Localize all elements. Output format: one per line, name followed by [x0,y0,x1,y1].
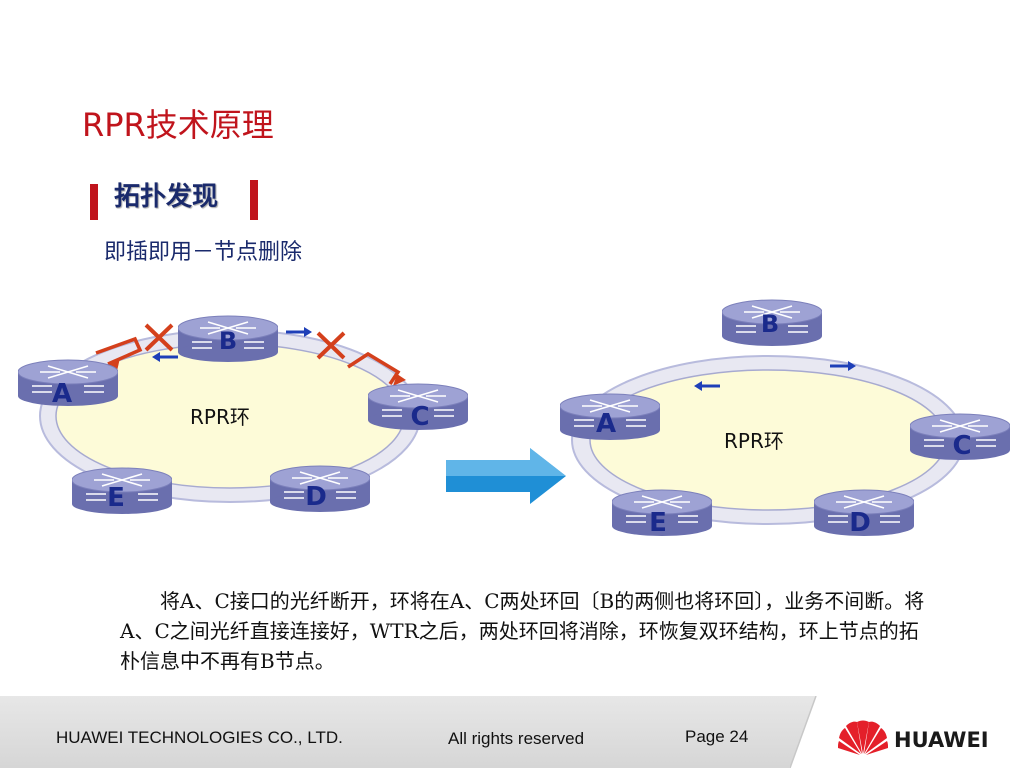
svg-text:B: B [761,310,779,338]
svg-text:B: B [219,327,237,355]
left-node-c: C [368,383,468,432]
right-ring-label: RPR环 [724,429,784,453]
svg-text:C: C [952,431,971,461]
footer-page-number: Page 24 [685,727,749,746]
svg-text:A: A [596,409,616,439]
footer-company: HUAWEI TECHNOLOGIES CO., LTD. [56,728,343,747]
transition-arrow [446,448,566,504]
arrow-right-1-head [848,361,856,371]
break-path-b-c [347,351,401,385]
right-node-d: D [814,489,914,538]
footer-brand: HUAWEI [894,728,989,752]
svg-text:C: C [410,402,429,432]
svg-text:D: D [849,508,871,538]
right-node-c: C [910,413,1010,461]
left-node-e: E [72,467,172,514]
left-node-d: D [270,465,370,512]
rpr-diagram: RPR环 B A C E D RPR环 [18,299,1010,538]
svg-text:E: E [107,483,125,513]
left-node-b: B [178,315,278,362]
break-path-a-b [95,336,143,366]
right-node-b: B [722,299,822,346]
section-subtitle: 拓扑发现 [114,182,219,212]
left-node-a: A [18,359,118,409]
left-ring-label: RPR环 [190,405,250,429]
slide-title: RPR技术原理 [82,106,274,144]
arrow-left-1-head [304,327,312,337]
cross-mark-right [316,331,346,360]
subtitle-bar-left [90,184,98,220]
break-arrowhead-c [393,374,406,386]
footer-rights: All rights reserved [448,729,585,748]
arrow-left-2-head [152,352,160,362]
svg-text:E: E [649,508,667,538]
section-subtext: 即插即用－节点删除 [104,240,303,265]
left-break-marks [95,323,406,386]
right-node-a: A [560,393,660,440]
right-node-e: E [612,489,712,538]
description-paragraph: 将A、C接口的光纤断开，环将在A、C两处环回〔B的两侧也将环回〕，业务不间断。将… [120,589,925,673]
arrow-right-2-head [694,381,702,391]
cross-mark-left [144,323,174,352]
svg-text:D: D [305,482,327,512]
break-arrowhead-a [108,358,120,371]
svg-text:A: A [52,379,72,409]
huawei-logo-icon [838,720,888,755]
subtitle-bar-right [250,180,258,220]
